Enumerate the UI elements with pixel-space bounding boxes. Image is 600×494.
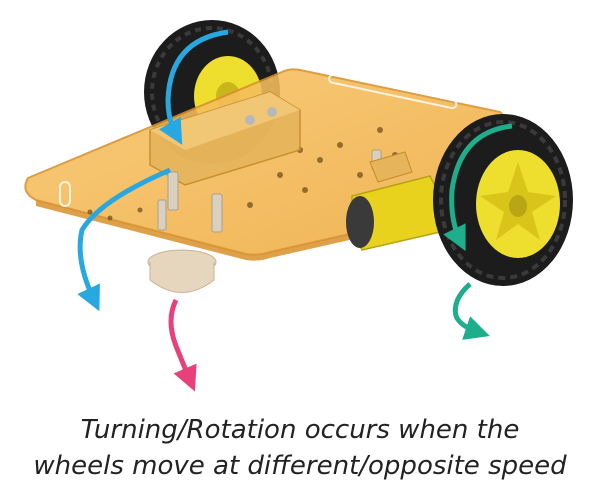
pivot-direction-arrow bbox=[168, 298, 197, 392]
left-direction-arrow bbox=[77, 167, 171, 312]
right-motor bbox=[346, 151, 441, 251]
caption-line-2: wheels move at different/opposite speed bbox=[33, 451, 567, 481]
caster-wheel bbox=[147, 249, 217, 293]
right-wheel bbox=[433, 114, 573, 286]
right-wheel-rotation-arrow bbox=[443, 123, 513, 252]
left-wheel-rotation-arrow bbox=[158, 29, 229, 145]
diagram-caption: Turning/Rotation occurs when the wheels … bbox=[0, 412, 600, 484]
caption-line-1: Turning/Rotation occurs when the bbox=[80, 415, 520, 445]
robot-car-diagram bbox=[24, 20, 573, 392]
left-motor bbox=[149, 91, 301, 186]
right-direction-arrow bbox=[452, 282, 490, 340]
